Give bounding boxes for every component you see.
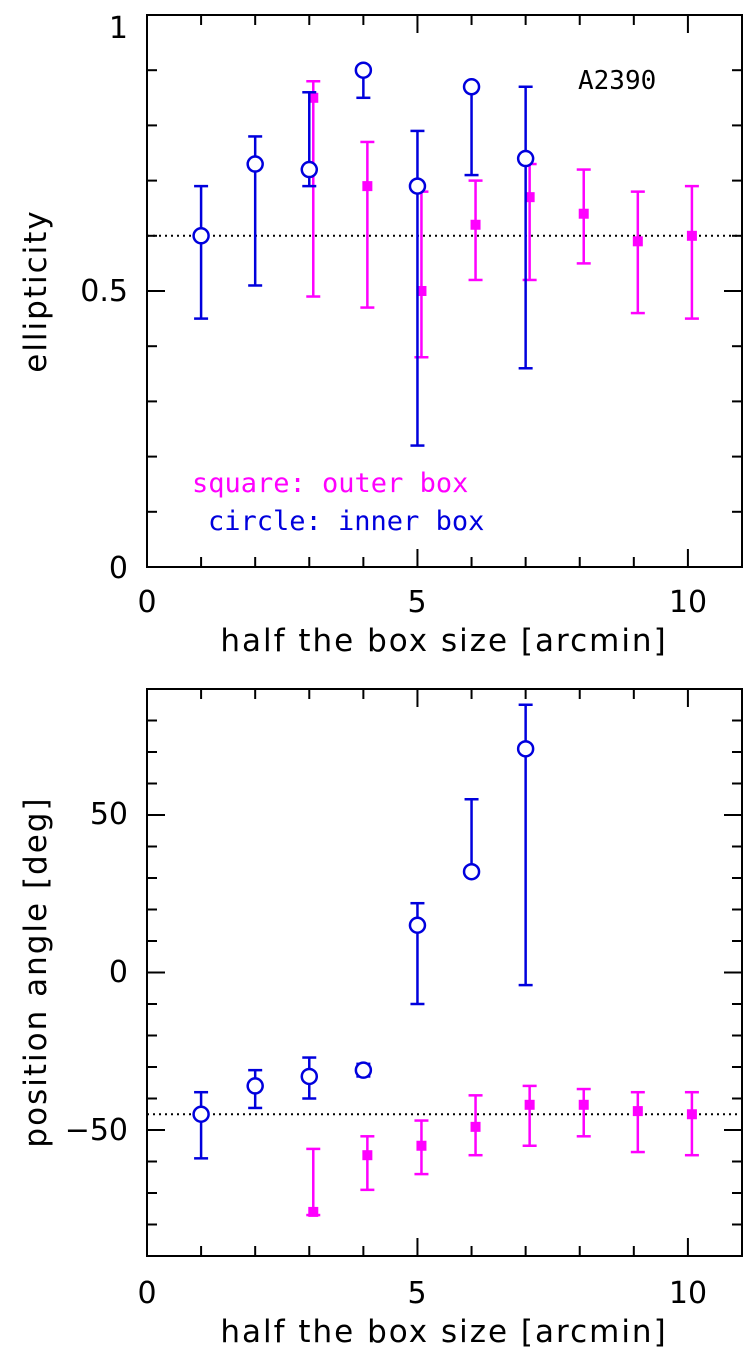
square-marker	[632, 1106, 643, 1117]
data-marks	[192, 703, 699, 1217]
position-angle-panel: 50 0 −50 0 5 10 half the box size [arcmi…	[18, 688, 743, 1350]
axis-ticks	[146, 688, 743, 1257]
square-marker	[470, 1121, 481, 1132]
y-tick-label: −50	[65, 1113, 128, 1148]
circle-marker	[462, 862, 481, 881]
square-marker	[524, 192, 535, 203]
circle-marker	[300, 1067, 319, 1086]
y-axis-label: position angle [deg]	[18, 796, 54, 1147]
circle-marker	[408, 916, 427, 934]
circle-marker	[300, 160, 319, 179]
circle-marker	[354, 1061, 373, 1079]
y-tick-label: 0	[109, 551, 128, 586]
x-tick-label: 5	[407, 1276, 426, 1311]
y-axis-label: ellipticity	[18, 209, 54, 373]
x-tick-label: 10	[669, 585, 707, 620]
circle-marker	[516, 740, 535, 758]
legend-entry-outer-box: square: outer box	[192, 468, 468, 499]
circle-marker	[354, 61, 373, 79]
y-tick-label: 0.5	[80, 274, 128, 309]
square-marker	[308, 92, 319, 103]
x-tick-label: 0	[137, 585, 156, 620]
square-marker	[686, 230, 697, 241]
circle-marker	[408, 177, 427, 195]
square-marker	[308, 1206, 319, 1217]
ellipticity-panel: 1 0.5 0 0 5 10 half the box size [arcmin…	[18, 11, 743, 659]
circle-marker	[192, 1105, 210, 1123]
x-tick-label: 10	[669, 1276, 707, 1311]
square-marker	[362, 181, 373, 192]
y-tick-label: 0	[109, 955, 128, 990]
x-axis-label: half the box size [arcmin]	[220, 1314, 667, 1350]
circle-marker	[516, 149, 535, 168]
x-tick-label: 5	[407, 585, 426, 620]
circle-marker	[462, 78, 481, 96]
cluster-annotation: A2390	[578, 66, 656, 96]
legend-entry-inner-box: circle: inner box	[208, 506, 484, 537]
square-marker	[578, 1099, 589, 1110]
square-marker	[686, 1109, 697, 1120]
circle-marker	[246, 155, 264, 173]
square-marker	[416, 286, 427, 296]
x-axis-label: half the box size [arcmin]	[220, 623, 667, 659]
square-marker	[578, 208, 589, 219]
y-tick-label: 1	[109, 11, 128, 46]
circle-marker	[246, 1077, 264, 1095]
x-tick-label: 0	[137, 1276, 156, 1311]
y-tick-label: 50	[90, 797, 128, 832]
plot-frame	[146, 688, 743, 1257]
circle-marker	[192, 227, 210, 245]
square-marker	[524, 1099, 535, 1110]
square-marker	[470, 219, 481, 230]
square-marker	[416, 1140, 427, 1151]
data-marks	[192, 61, 699, 447]
square-marker	[362, 1150, 373, 1161]
square-marker	[632, 236, 643, 247]
